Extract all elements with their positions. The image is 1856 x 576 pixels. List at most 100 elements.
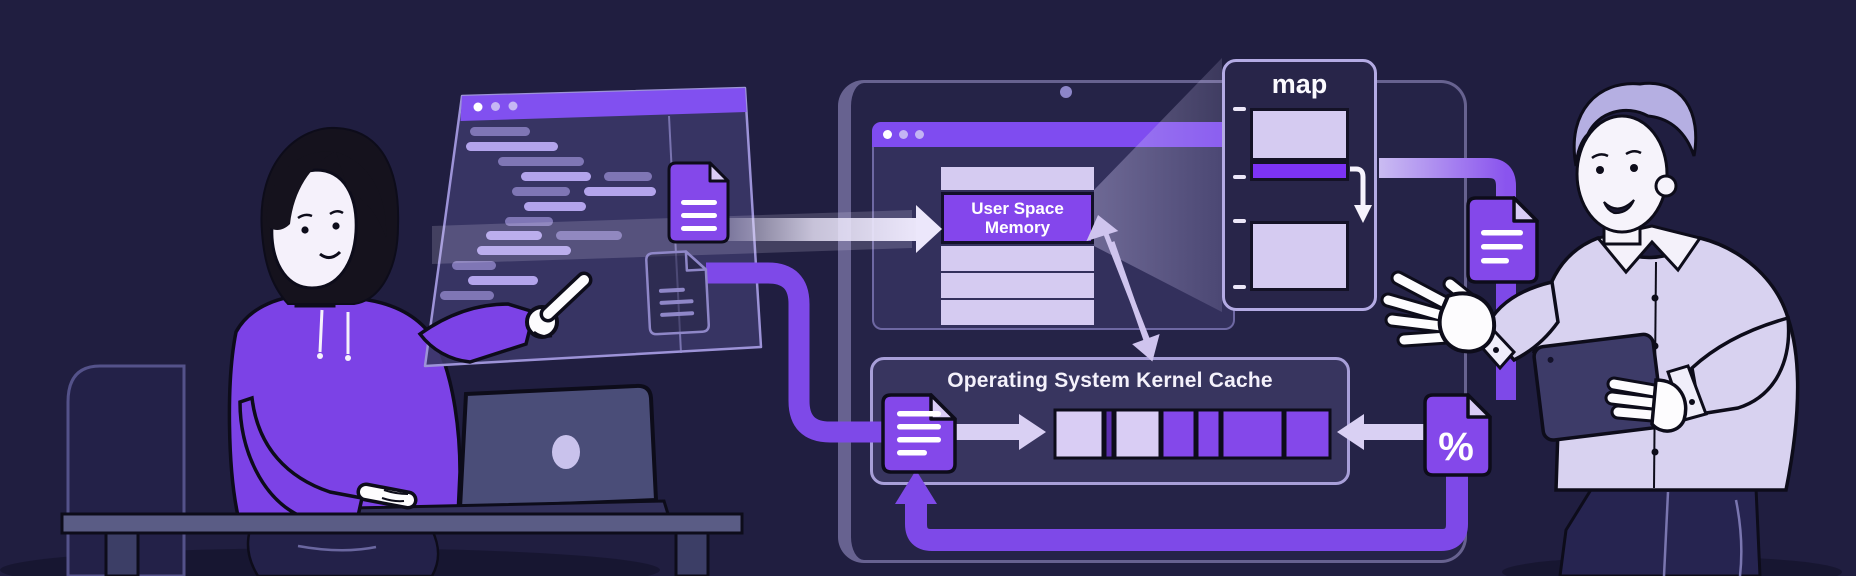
man-neck — [1602, 208, 1642, 246]
editor-dot-1 — [473, 102, 483, 112]
woman-neck — [294, 274, 336, 308]
editor-body — [423, 86, 763, 368]
man-collar — [1595, 224, 1703, 275]
man-tablet-hand — [1604, 376, 1688, 433]
tablet — [1532, 332, 1665, 442]
chair — [66, 364, 186, 576]
editor-dot-2 — [491, 102, 500, 111]
finger-fill — [543, 275, 589, 319]
palm — [525, 305, 559, 339]
desk-shadow — [0, 548, 660, 576]
desk-leg — [104, 531, 140, 576]
kernel-cache-box: Operating System Kernel Cache — [870, 357, 1350, 485]
gesture-cuff — [1467, 317, 1517, 371]
grip-palm — [1650, 378, 1688, 433]
map-block-light — [1250, 221, 1349, 291]
woman-eye — [332, 222, 340, 230]
user-space-window: User Space Memory — [872, 122, 1235, 330]
woman-smile — [319, 250, 342, 259]
map-panel-title: map — [1271, 69, 1328, 99]
woman-pointing-hand — [525, 271, 593, 339]
man-shirt — [1531, 236, 1800, 492]
memory-stack: User Space Memory — [941, 167, 1094, 327]
hand-fill — [360, 486, 414, 506]
woman-eye — [301, 226, 309, 234]
map-panel: map — [1222, 59, 1377, 311]
man-shadow — [1502, 556, 1842, 576]
man — [1531, 81, 1800, 576]
woman-hair — [260, 126, 400, 305]
window-dot-2 — [899, 130, 908, 139]
woman — [227, 126, 462, 518]
memory-row — [941, 246, 1094, 271]
editor-code-lines — [440, 127, 656, 300]
grip-fill — [1607, 379, 1669, 421]
user-space-window-titlebar — [872, 122, 1235, 147]
map-tick — [1233, 219, 1246, 223]
sleeve-cuff — [1666, 364, 1708, 422]
hand-outline — [356, 482, 418, 510]
woman-bangs — [266, 151, 334, 230]
finger-outline — [539, 271, 593, 323]
editor-file-icon — [667, 161, 730, 244]
man-left-arm — [1690, 315, 1791, 416]
woman-left-arm — [238, 395, 365, 518]
memory-row — [941, 167, 1094, 190]
editor-dot-3 — [508, 101, 518, 111]
woman-legs — [246, 528, 440, 576]
man-eye — [1596, 166, 1604, 174]
mapped-file-icon — [1466, 196, 1539, 284]
window-dot-3 — [915, 130, 924, 139]
hand-fingers-lines — [381, 489, 409, 503]
desk — [60, 512, 744, 576]
drawstring-tip — [317, 353, 323, 359]
pants-crease — [297, 544, 377, 552]
window-dot-1 — [883, 130, 892, 139]
map-block-light — [1250, 108, 1349, 161]
man-face — [1575, 114, 1669, 234]
cuff-button — [1689, 399, 1695, 405]
user-space-memory-box: User Space Memory — [941, 192, 1094, 244]
woman-hair-side — [336, 152, 387, 238]
shirt-button — [1651, 448, 1659, 456]
knuckle-line — [533, 330, 553, 338]
laptop-logo — [552, 435, 580, 469]
man-mouth — [1603, 199, 1635, 215]
woman-brows — [297, 210, 344, 220]
man-hair — [1572, 81, 1698, 167]
woman-left-hand — [356, 482, 418, 510]
hoodie-drawstrings — [318, 309, 350, 354]
code-editor-window — [423, 86, 763, 368]
shirt-button — [1651, 294, 1659, 302]
map-block-mapped — [1250, 161, 1349, 181]
map-tick — [1233, 285, 1246, 289]
shirt-button — [1651, 342, 1659, 350]
map-tick — [1233, 107, 1246, 111]
grip-outline — [1604, 376, 1672, 424]
cuff-button — [1493, 347, 1499, 353]
memory-row — [941, 300, 1094, 325]
desk-leg — [674, 531, 710, 576]
man-pants — [1558, 486, 1762, 576]
memory-row — [941, 273, 1094, 298]
laptop-base — [345, 499, 671, 519]
gesture-sleeve — [1483, 279, 1560, 363]
editor-ghost-file-icon — [645, 250, 710, 336]
shirt-button — [1651, 390, 1659, 398]
map-tick — [1233, 175, 1246, 179]
man-eye — [1630, 164, 1638, 172]
editor-titlebar — [460, 88, 747, 121]
drawstring-tip — [345, 355, 351, 361]
laptop — [345, 383, 671, 519]
pants-creases — [1662, 491, 1743, 576]
editor-panel-divider — [668, 115, 682, 354]
user-space-label-line2: Memory — [984, 218, 1051, 237]
shirt-placket — [1653, 261, 1657, 489]
laptop-screen — [457, 383, 659, 511]
man-brows — [1591, 150, 1642, 160]
woman-pointing-arm — [417, 302, 537, 364]
user-space-label-line1: User Space — [971, 198, 1064, 218]
desk-top — [60, 512, 744, 535]
man-ear — [1654, 174, 1678, 198]
